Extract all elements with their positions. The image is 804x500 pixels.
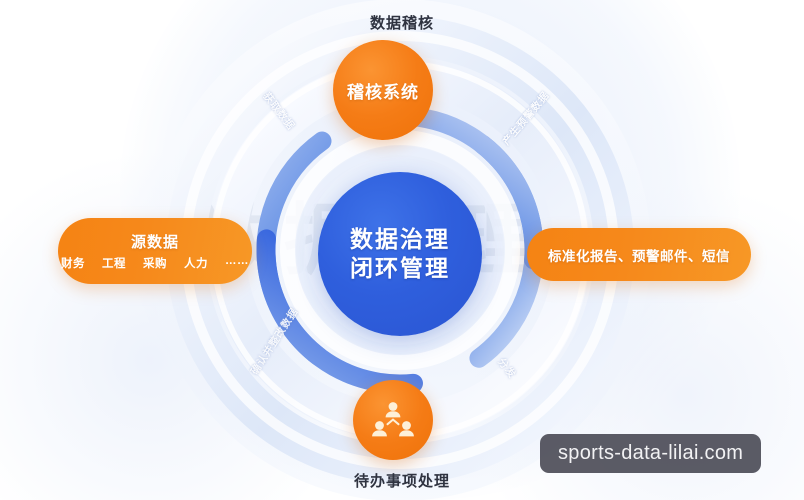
audit-system-label: 稽核系统 (347, 82, 419, 102)
source-data-node[interactable]: 源数据 财务 工程 采购 人力 …… (58, 218, 252, 284)
arc-label-confirm-rectify-data: 确认并整改数据 (249, 306, 301, 377)
background-wash-left (0, 150, 360, 500)
source-data-item-finance: 财务 (61, 258, 85, 270)
output-channels-node[interactable]: 标准化报告、预警邮件、短信 (527, 228, 751, 281)
source-data-item-procurement: 采购 (143, 258, 167, 270)
source-data-item-engineering: 工程 (102, 258, 126, 270)
source-data-item-more: …… (225, 255, 249, 267)
source-data-title: 源数据 (130, 234, 179, 251)
todo-handling-node[interactable] (353, 380, 433, 460)
audit-system-node[interactable]: 稽核系统 (333, 40, 433, 140)
site-watermark: sports-data-lilai.com (540, 434, 762, 473)
source-data-item-hr: 人力 (184, 258, 208, 270)
bottom-node-outer-label: 待办事项处理 (353, 473, 450, 490)
arc-label-get-data: 获取数据 (260, 91, 297, 133)
arc-label-distribute: 分发 (495, 356, 518, 381)
output-channels-title: 标准化报告、预警邮件、短信 (548, 248, 730, 264)
center-core-line-1: 数据治理 (350, 225, 450, 252)
arc-label-generate-alert-data: 产生预警数据 (501, 89, 552, 148)
center-core: 数据治理 闭环管理 (318, 172, 482, 336)
people-group-icon (372, 402, 414, 437)
center-core-line-2: 闭环管理 (350, 255, 450, 281)
top-node-outer-label: 数据稽核 (369, 15, 434, 32)
source-data-items: 财务 工程 采购 人力 …… (61, 255, 249, 271)
